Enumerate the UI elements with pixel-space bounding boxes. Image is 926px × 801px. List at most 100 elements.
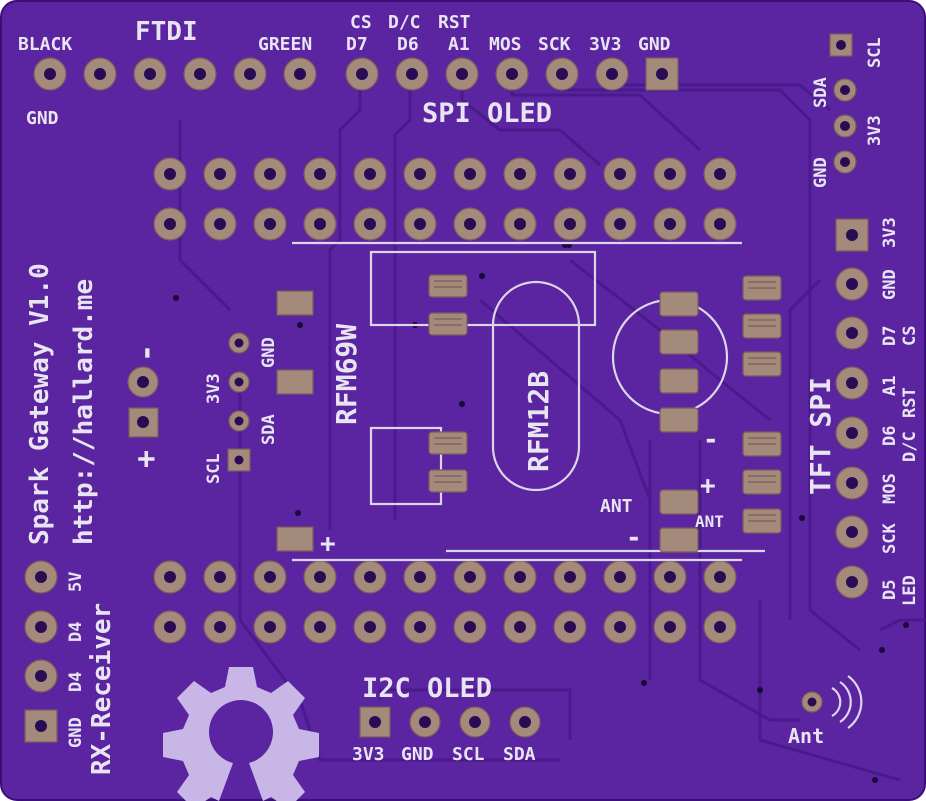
- header-pad-hole: [514, 168, 526, 180]
- header-pad-hole: [364, 621, 376, 633]
- header-pad-hole: [264, 168, 276, 180]
- rx-pin-d4-a: D4: [66, 622, 86, 642]
- pin-label-gnd: GND: [638, 34, 671, 55]
- rx-pin-d4-b: D4: [66, 672, 86, 692]
- left-sda-label: SDA: [259, 414, 279, 445]
- left-gnd-label: GND: [259, 337, 279, 368]
- tft-pin-d7: D7: [880, 326, 900, 346]
- right-sda-label: SDA: [811, 77, 831, 108]
- gnd-label: GND: [26, 108, 59, 129]
- i2c-pin-sda: SDA: [503, 744, 536, 765]
- tft-pin-dc: D/C: [900, 431, 920, 462]
- left-side: Spark Gateway V1.0 http://hallard.me RX-…: [24, 263, 164, 775]
- header-pad-hole: [414, 571, 426, 583]
- board-url: http://hallard.me: [69, 279, 99, 545]
- header-pad-hole: [664, 621, 676, 633]
- header-pad-hole: [514, 621, 526, 633]
- i2c-pin-3v3: 3V3: [352, 744, 385, 765]
- right-scl-label: SCL: [865, 37, 885, 68]
- header-pad-hole: [564, 621, 576, 633]
- header-pad-hole: [314, 168, 326, 180]
- header-pad-hole: [364, 168, 376, 180]
- power-plus-label: +: [129, 450, 164, 468]
- header-pad-hole: [664, 168, 676, 180]
- rx-pin-gnd: GND: [66, 717, 86, 748]
- pin-label-3v3: 3V3: [589, 34, 622, 55]
- i2c-oled-label: I2C OLED: [362, 673, 492, 704]
- top-header: BLACK FTDI GREEN GND CS D/C RST D7 D6 A1…: [18, 12, 679, 129]
- header-pad-hole: [464, 621, 476, 633]
- tft-pin-gnd: GND: [880, 269, 900, 300]
- header-pad-hole: [214, 218, 226, 230]
- tft-pin-led: LED: [900, 575, 920, 606]
- tft-pin-sck: SCK: [880, 523, 900, 554]
- header-pad-hole: [214, 571, 226, 583]
- tft-pin-3v3: 3V3: [880, 217, 900, 248]
- tft-pin-cs: CS: [900, 326, 920, 346]
- header-pad-hole: [664, 218, 676, 230]
- tft-pin-d6: D6: [880, 426, 900, 446]
- header-pad-hole: [214, 168, 226, 180]
- header-pad-hole: [564, 571, 576, 583]
- left-3v3-label: 3V3: [204, 373, 224, 404]
- ftdi-label: FTDI: [135, 17, 198, 47]
- ant-label-2: ANT: [695, 512, 724, 531]
- header-pad-hole: [464, 571, 476, 583]
- header-pad-hole: [514, 571, 526, 583]
- ant-label: Ant: [788, 724, 824, 748]
- header-pad-hole: [414, 168, 426, 180]
- header-pad-hole: [164, 218, 176, 230]
- header-pad-hole: [364, 218, 376, 230]
- green-label: GREEN: [258, 34, 312, 55]
- header-pad-hole: [464, 168, 476, 180]
- spi-oled-header-pads: [345, 57, 679, 91]
- right-3v3-label: 3V3: [865, 115, 885, 146]
- particle-header-bottom: [153, 560, 737, 644]
- header-pad-hole: [564, 218, 576, 230]
- spi-oled-label: SPI OLED: [422, 98, 552, 129]
- header-pad-hole: [314, 621, 326, 633]
- header-pad-hole: [164, 621, 176, 633]
- particle-header-top: [153, 157, 737, 241]
- header-pad-hole: [314, 218, 326, 230]
- header-pad-hole: [264, 218, 276, 230]
- pin-label-d7: D7: [346, 34, 368, 55]
- dc-label: D/C: [388, 12, 421, 33]
- header-pad-hole: [164, 168, 176, 180]
- rfm12-label: RFM12B: [522, 371, 555, 472]
- rfm69-plus-label: +: [320, 529, 336, 559]
- left-scl-label: SCL: [204, 453, 224, 484]
- header-pad-hole: [264, 571, 276, 583]
- rfm12-footprint: RFM12B ANT ANT - - +: [434, 275, 782, 553]
- ant-minus-label: -: [626, 523, 642, 553]
- header-pad-hole: [414, 218, 426, 230]
- header-pad-hole: [514, 218, 526, 230]
- header-pad-hole: [314, 571, 326, 583]
- rfm12-minus-label: -: [703, 425, 719, 455]
- antenna-pad: Ant: [788, 675, 863, 748]
- tft-pin-a1: A1: [880, 376, 900, 396]
- i2c-oled-header: I2C OLED 3V3 GND SCL SDA: [352, 673, 541, 765]
- header-pad-hole: [264, 621, 276, 633]
- rfm12-plus-label: +: [700, 471, 716, 501]
- tft-pin-rst: RST: [900, 387, 920, 418]
- header-pad-hole: [464, 218, 476, 230]
- pin-label-sck: SCK: [538, 34, 571, 55]
- header-pad-hole: [714, 218, 726, 230]
- header-pad-hole: [614, 621, 626, 633]
- left-i2c-header: GND 3V3 SDA SCL: [204, 332, 279, 484]
- pin-label-d6: D6: [397, 34, 419, 55]
- black-label: BLACK: [18, 34, 72, 55]
- rst-label: RST: [438, 12, 471, 33]
- board-title: Spark Gateway V1.0: [25, 263, 55, 545]
- cs-label: CS: [350, 12, 372, 33]
- tft-spi-label: TFT SPI: [804, 377, 837, 495]
- tft-pin-d5: D5: [880, 580, 900, 600]
- header-pad-hole: [714, 168, 726, 180]
- header-pad-hole: [164, 571, 176, 583]
- right-i2c-header: SCL SDA 3V3 GND: [811, 33, 885, 188]
- header-pad-hole: [564, 168, 576, 180]
- i2c-pin-scl: SCL: [452, 744, 485, 765]
